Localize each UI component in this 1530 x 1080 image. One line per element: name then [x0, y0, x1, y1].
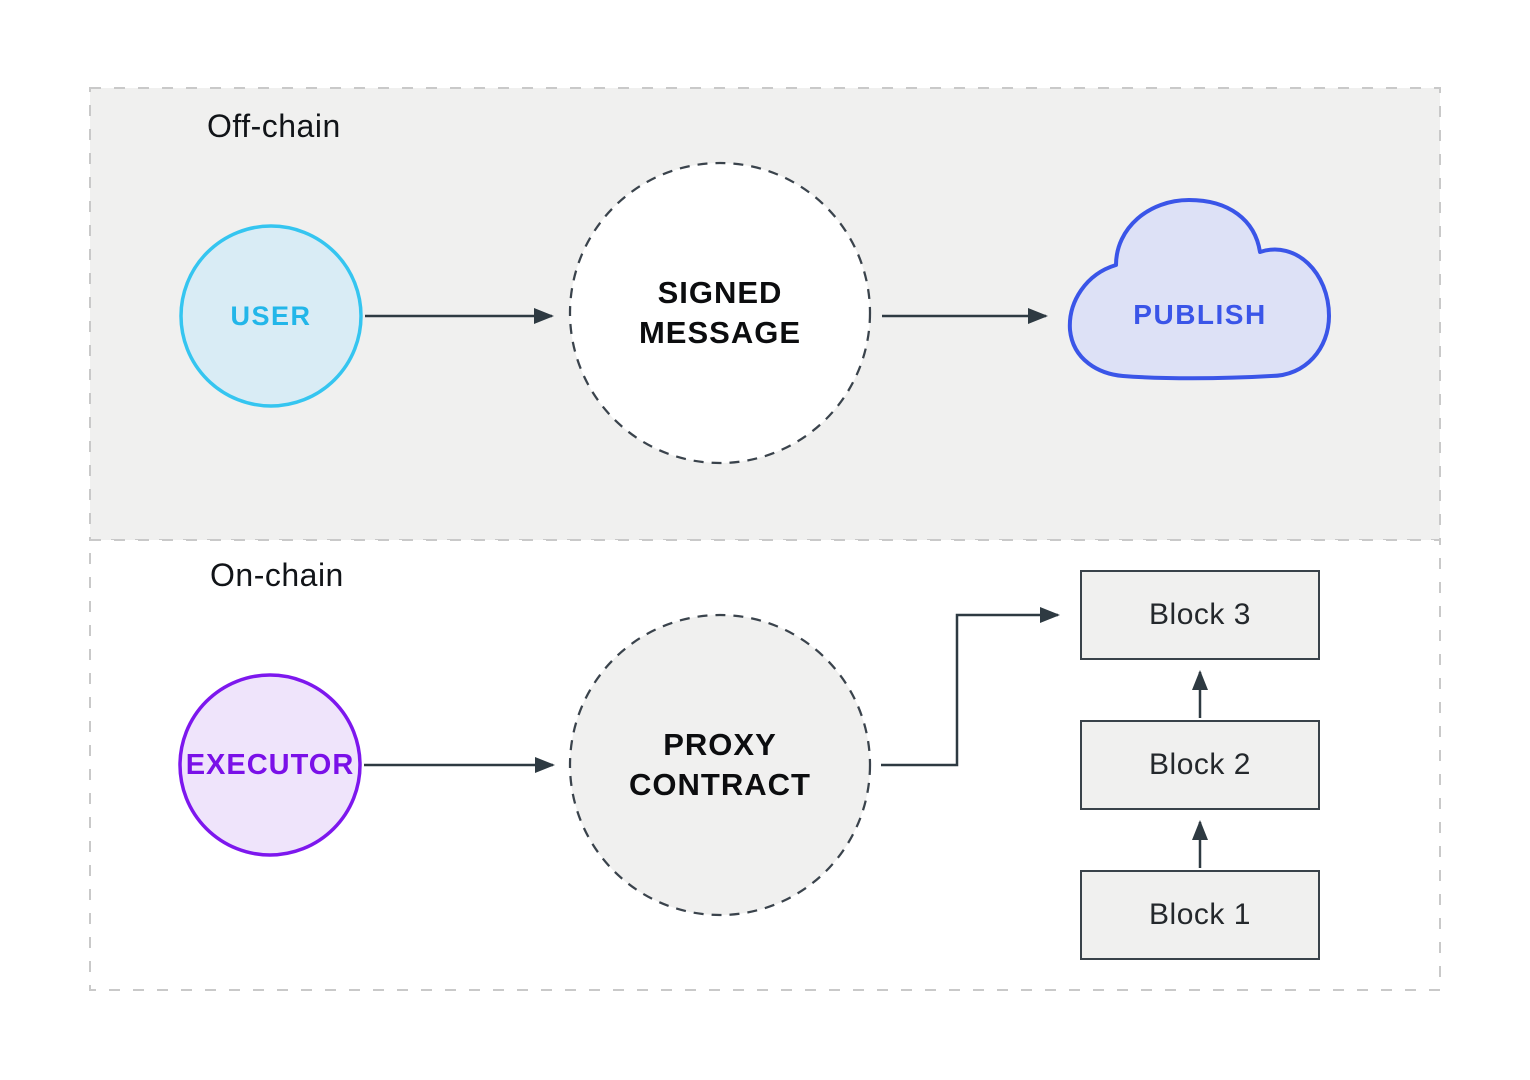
signed-message-node-circle	[568, 161, 872, 465]
block-2: Block 2	[1080, 720, 1320, 810]
block-3-label: Block 3	[1149, 598, 1251, 631]
block-2-label: Block 2	[1149, 748, 1251, 781]
block-1: Block 1	[1080, 870, 1320, 960]
block-3: Block 3	[1080, 570, 1320, 660]
block-1-label: Block 1	[1149, 898, 1251, 931]
arrow-proxy-contract-to-block-3	[881, 607, 1060, 767]
offchain-section-label: Off-chain	[207, 108, 341, 144]
executor-node-label: EXECUTOR	[185, 748, 355, 781]
publish-cloud-icon	[1067, 198, 1331, 381]
proxy-contract-node-circle	[568, 613, 872, 917]
user-node-label: USER	[230, 300, 312, 331]
proxy-contract-node-label: PROXY CONTRACT	[629, 726, 811, 802]
publish-node-label: PUBLISH	[1133, 298, 1267, 330]
executor-node-circle	[178, 673, 362, 857]
signed-message-node-label: SIGNED MESSAGE	[638, 274, 802, 350]
onchain-section-label: On-chain	[210, 557, 344, 593]
user-node-circle	[179, 224, 363, 408]
